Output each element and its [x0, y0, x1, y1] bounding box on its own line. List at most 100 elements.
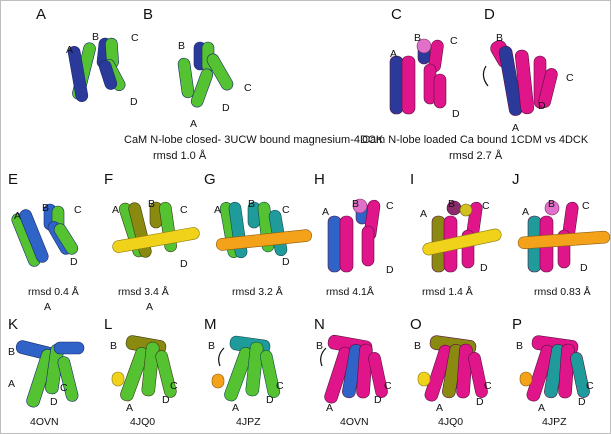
panel-letter-m: M: [204, 316, 217, 333]
helix-label-f-d: D: [180, 258, 188, 270]
helix-label-k-a: A: [8, 378, 16, 390]
helix-label-i-d: D: [480, 262, 488, 274]
structure-d: [482, 40, 558, 116]
structure-o: [417, 335, 488, 402]
helix-label-n-d: D: [374, 394, 382, 406]
caption-left-line2: rmsd 1.0 Å: [153, 150, 207, 162]
helix-label-c-b: B: [414, 32, 422, 44]
helix-label-m-a: A: [232, 402, 240, 414]
helix-label-d: D: [130, 96, 138, 108]
helix-label-h-b: B: [352, 198, 360, 210]
helix-label-f-c: C: [180, 204, 188, 216]
helix-label-p-c: C: [586, 380, 594, 392]
structure-c: [389, 38, 447, 115]
helix-label-m-d: D: [266, 394, 274, 406]
structure-e: [11, 203, 79, 267]
helix-label-e-d: D: [70, 256, 78, 268]
helix-label-j-a: A: [522, 206, 530, 218]
panel-letter-p: P: [512, 316, 523, 333]
helix-label-m-b: B: [208, 340, 216, 352]
rmsd-i: rmsd 1.4 Å: [422, 286, 473, 298]
helix-label-o-a: A: [436, 402, 444, 414]
helix-label-e-b: B: [42, 202, 50, 214]
helix-label-a: A: [66, 44, 74, 56]
pdb-label-o: 4JQ0: [438, 416, 464, 428]
helix-label-m-c: C: [276, 380, 284, 392]
structure-h: [327, 198, 381, 273]
panel-letter-b: B: [143, 6, 154, 23]
helix-label-d-d: D: [538, 100, 546, 112]
panel-letter-d: D: [484, 6, 495, 23]
helix-label-g-c: C: [282, 204, 290, 216]
panel-letter-h: H: [314, 171, 325, 188]
rmsd-h: rmsd 4.1Å: [326, 286, 374, 298]
helix-label-o-c: C: [484, 380, 492, 392]
helix-label-h-a: A: [322, 206, 330, 218]
pdb-label-l: 4JQ0: [130, 416, 156, 428]
helix-label-o-b: B: [414, 340, 422, 352]
structure-g: [215, 201, 313, 259]
helix-label-d-b: B: [496, 32, 504, 44]
helix-label-c: C: [131, 32, 139, 44]
helix-label-e-c: C: [74, 204, 82, 216]
rmsd-g: rmsd 3.2 Å: [232, 286, 283, 298]
helix-label-g-d: D: [282, 256, 290, 268]
helix-label-l-a: A: [126, 402, 134, 414]
structure-k: [15, 340, 85, 408]
helix-label-n-b: B: [316, 340, 324, 352]
helix-label-p-d: D: [578, 396, 586, 408]
structure-p: [519, 335, 590, 402]
helix-label-i-c: C: [482, 200, 490, 212]
helix-label-b: B: [92, 31, 100, 43]
panel-letter-f: F: [104, 171, 114, 188]
helix-label-i-a: A: [420, 208, 428, 220]
pdb-label-m: 4JPZ: [236, 416, 261, 428]
helix-label-e-a-bottom: A: [44, 301, 52, 313]
helix-label-p-a: A: [538, 402, 546, 414]
panel-letter-o: O: [410, 316, 422, 333]
panel-letter-a: A: [36, 6, 47, 23]
structure-m: [211, 335, 281, 402]
helix-label-g-b: B: [248, 198, 256, 210]
helix-label-l-b: B: [110, 340, 118, 352]
helix-label-i-b: B: [448, 198, 456, 210]
helix-label-b2-d: D: [222, 102, 230, 114]
helix-label-j-c: C: [582, 200, 590, 212]
panel-letter-l: L: [104, 316, 113, 333]
caption-left-line1: CaM N-lobe closed- 3UCW bound magnesium-…: [124, 134, 384, 146]
structure-j: [517, 200, 611, 273]
helix-label-o-d: D: [476, 396, 484, 408]
helix-label-p-b: B: [516, 340, 524, 352]
structure-i: [422, 200, 502, 273]
helix-label-n-a: A: [326, 402, 334, 414]
helix-label-j-b: B: [548, 198, 556, 210]
structure-a: [67, 37, 126, 102]
panel-letter-e: E: [8, 171, 19, 188]
structure-n: [320, 334, 388, 404]
helix-label-k-c: C: [60, 382, 68, 394]
helix-label-h-d: D: [386, 264, 394, 276]
rmsd-j: rmsd 0.83 Å: [534, 286, 591, 298]
helix-label-b2-b: B: [178, 40, 186, 52]
caption-right-line1: Cam N-lobe loaded Ca bound 1CDM vs 4DCK: [362, 134, 589, 146]
panel-letter-c: C: [391, 6, 402, 23]
panel-letter-j: J: [512, 171, 520, 188]
structure-b: [177, 41, 234, 108]
pdb-label-n: 4OVN: [340, 416, 369, 428]
helix-label-c-d: D: [452, 108, 460, 120]
helix-label-k-d: D: [50, 396, 58, 408]
structure-l: [111, 335, 177, 402]
rmsd-f: rmsd 3.4 Å: [118, 286, 169, 298]
structure-f: [112, 201, 200, 258]
helix-label-f-a-bottom: A: [146, 301, 154, 313]
helix-label-c-a: A: [390, 48, 398, 60]
helix-label-j-d: D: [580, 262, 588, 274]
helix-label-l-c: C: [170, 380, 178, 392]
pdb-label-k: 4OVN: [30, 416, 59, 428]
panel-letter-k: K: [8, 316, 19, 333]
helix-label-d-a: A: [512, 122, 520, 134]
helix-label-f-b: B: [148, 198, 156, 210]
helix-label-d-c: C: [566, 72, 574, 84]
helix-label-k-b: B: [8, 346, 16, 358]
caption-right-line2: rmsd 2.7 Å: [449, 150, 503, 162]
